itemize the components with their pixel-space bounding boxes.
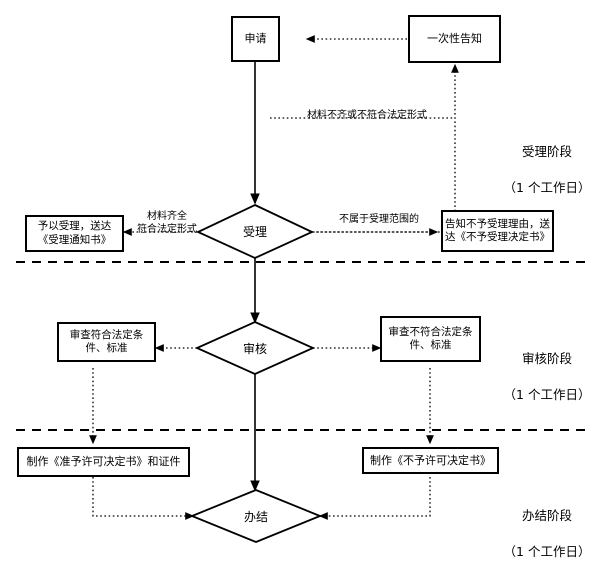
node-review-fail-label: 审查不符合法定条 件、标准	[388, 325, 473, 351]
diamond-finish	[189, 489, 323, 543]
node-accept-approved[interactable]: 予以受理，送达 《受理通知书》	[25, 215, 124, 252]
stage-label-finish: 办结阶段 （1 个工作日）	[493, 489, 601, 564]
node-permit-denied[interactable]: 制作《不予许可决定书》	[362, 447, 499, 474]
edge-grant-to-finish	[92, 477, 195, 520]
node-accept-label: 受理	[242, 225, 267, 239]
edge-label-materials-complete: 材料齐全 符合法定形式	[129, 197, 205, 236]
edge-label-out-of-scope-text: 不属于受理范围的	[339, 214, 419, 225]
edge-label-materials-incomplete: 材料不齐或不符合法定形式	[286, 96, 448, 122]
diamond-review	[194, 321, 316, 375]
node-apply-label: 申请	[244, 32, 267, 46]
stage-label-finish-duration: （1 个工作日）	[503, 544, 591, 560]
stage-label-acceptance-name: 受理阶段	[521, 144, 572, 160]
stage-label-review-name: 审核阶段	[521, 351, 572, 367]
edge-label-materials-incomplete-text: 材料不齐或不符合法定形式	[307, 110, 427, 121]
node-review-pass-label: 审查符合法定条 件、标准	[69, 328, 144, 354]
node-finish-label-wrap[interactable]: 办结	[192, 490, 320, 542]
diamond-accept	[195, 204, 315, 259]
node-one-time-notice[interactable]: 一次性告知	[408, 15, 501, 63]
node-review-pass[interactable]: 审查符合法定条 件、标准	[57, 322, 156, 362]
node-accept-rejected-label: 告知不予受理理由，送 达《不予受理决定书》	[445, 217, 550, 243]
node-finish-label: 办结	[243, 509, 268, 524]
edge-accept-to-notice	[312, 63, 459, 233]
stage-label-finish-name: 办结阶段	[521, 508, 572, 524]
edge-deny-to-finish	[318, 477, 431, 520]
stage-label-review-duration: （1 个工作日）	[503, 387, 591, 403]
node-permit-granted[interactable]: 制作《准予许可决定书》和证件	[17, 447, 190, 477]
edge-label-out-of-scope: 不属于受理范围的	[329, 200, 429, 226]
node-permit-denied-label: 制作《不予许可决定书》	[370, 453, 491, 467]
stage-label-review: 审核阶段 （1 个工作日）	[493, 332, 601, 423]
edge-label-materials-complete-text: 材料齐全 符合法定形式	[137, 211, 197, 235]
node-one-time-notice-label: 一次性告知	[427, 32, 482, 46]
node-accept-approved-label: 予以受理，送达 《受理通知书》	[37, 220, 112, 246]
node-review-fail[interactable]: 审查不符合法定条 件、标准	[380, 316, 481, 362]
node-apply[interactable]: 申请	[231, 16, 280, 62]
stage-label-acceptance: 受理阶段 （1 个工作日）	[493, 125, 601, 216]
node-permit-granted-label: 制作《准予许可决定书》和证件	[26, 455, 181, 469]
node-accept-rejected[interactable]: 告知不予受理理由，送 达《不予受理决定书》	[441, 210, 554, 252]
node-review-label: 审核	[242, 341, 267, 356]
node-accept-label-wrap[interactable]: 受理	[198, 205, 312, 258]
node-review-label-wrap[interactable]: 审核	[197, 322, 313, 374]
stage-label-acceptance-duration: （1 个工作日）	[503, 180, 591, 196]
